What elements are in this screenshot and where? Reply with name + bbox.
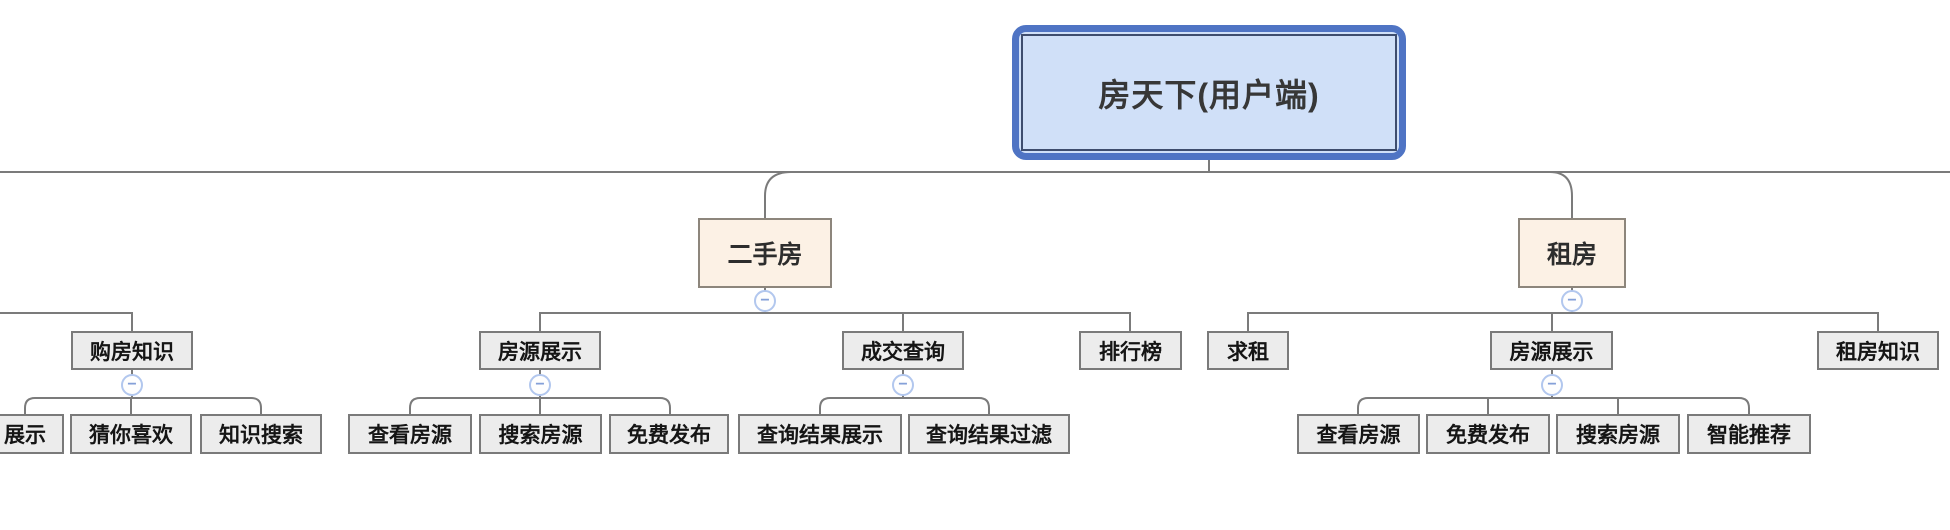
topic-ranking[interactable]: 排行榜 xyxy=(1079,331,1182,370)
collapse-minus-icon[interactable]: − xyxy=(121,374,143,396)
topic-listing-display-rent[interactable]: 房源展示 xyxy=(1490,331,1613,370)
collapse-minus-icon[interactable]: − xyxy=(529,374,551,396)
topic-second-hand-house[interactable]: 二手房 xyxy=(698,218,832,288)
collapse-minus-icon[interactable]: − xyxy=(1561,290,1583,312)
topic-rent-knowledge[interactable]: 租房知识 xyxy=(1817,331,1939,370)
topic-smart-recommend[interactable]: 智能推荐 xyxy=(1687,414,1811,454)
root-topic-label: 房天下(用户端) xyxy=(1021,34,1397,151)
topic-deal-query[interactable]: 成交查询 xyxy=(842,331,964,370)
collapse-minus-icon[interactable]: − xyxy=(892,374,914,396)
root-topic[interactable]: 房天下(用户端) xyxy=(1012,25,1406,160)
topic-query-result-display[interactable]: 查询结果展示 xyxy=(738,414,902,454)
collapse-minus-icon[interactable]: − xyxy=(754,290,776,312)
topic-rent-wanted[interactable]: 求租 xyxy=(1207,331,1289,370)
topic-free-publish-rent[interactable]: 免费发布 xyxy=(1426,414,1550,454)
collapse-minus-icon[interactable]: − xyxy=(1541,374,1563,396)
topic-listing-display-ershou[interactable]: 房源展示 xyxy=(479,331,601,370)
topic-knowledge-search[interactable]: 知识搜索 xyxy=(200,414,322,454)
topic-query-result-filter[interactable]: 查询结果过滤 xyxy=(908,414,1070,454)
topic-display-clipped[interactable]: 展示 xyxy=(0,414,64,454)
topic-search-listings-rent[interactable]: 搜索房源 xyxy=(1556,414,1680,454)
topic-rent-house[interactable]: 租房 xyxy=(1518,218,1626,288)
topic-view-listings-ershou[interactable]: 查看房源 xyxy=(348,414,472,454)
topic-guess-you-like[interactable]: 猜你喜欢 xyxy=(70,414,192,454)
topic-search-listings-ershou[interactable]: 搜索房源 xyxy=(479,414,602,454)
topic-view-listings-rent[interactable]: 查看房源 xyxy=(1297,414,1420,454)
topic-free-publish-ershou[interactable]: 免费发布 xyxy=(609,414,729,454)
topic-buying-knowledge[interactable]: 购房知识 xyxy=(71,331,193,370)
